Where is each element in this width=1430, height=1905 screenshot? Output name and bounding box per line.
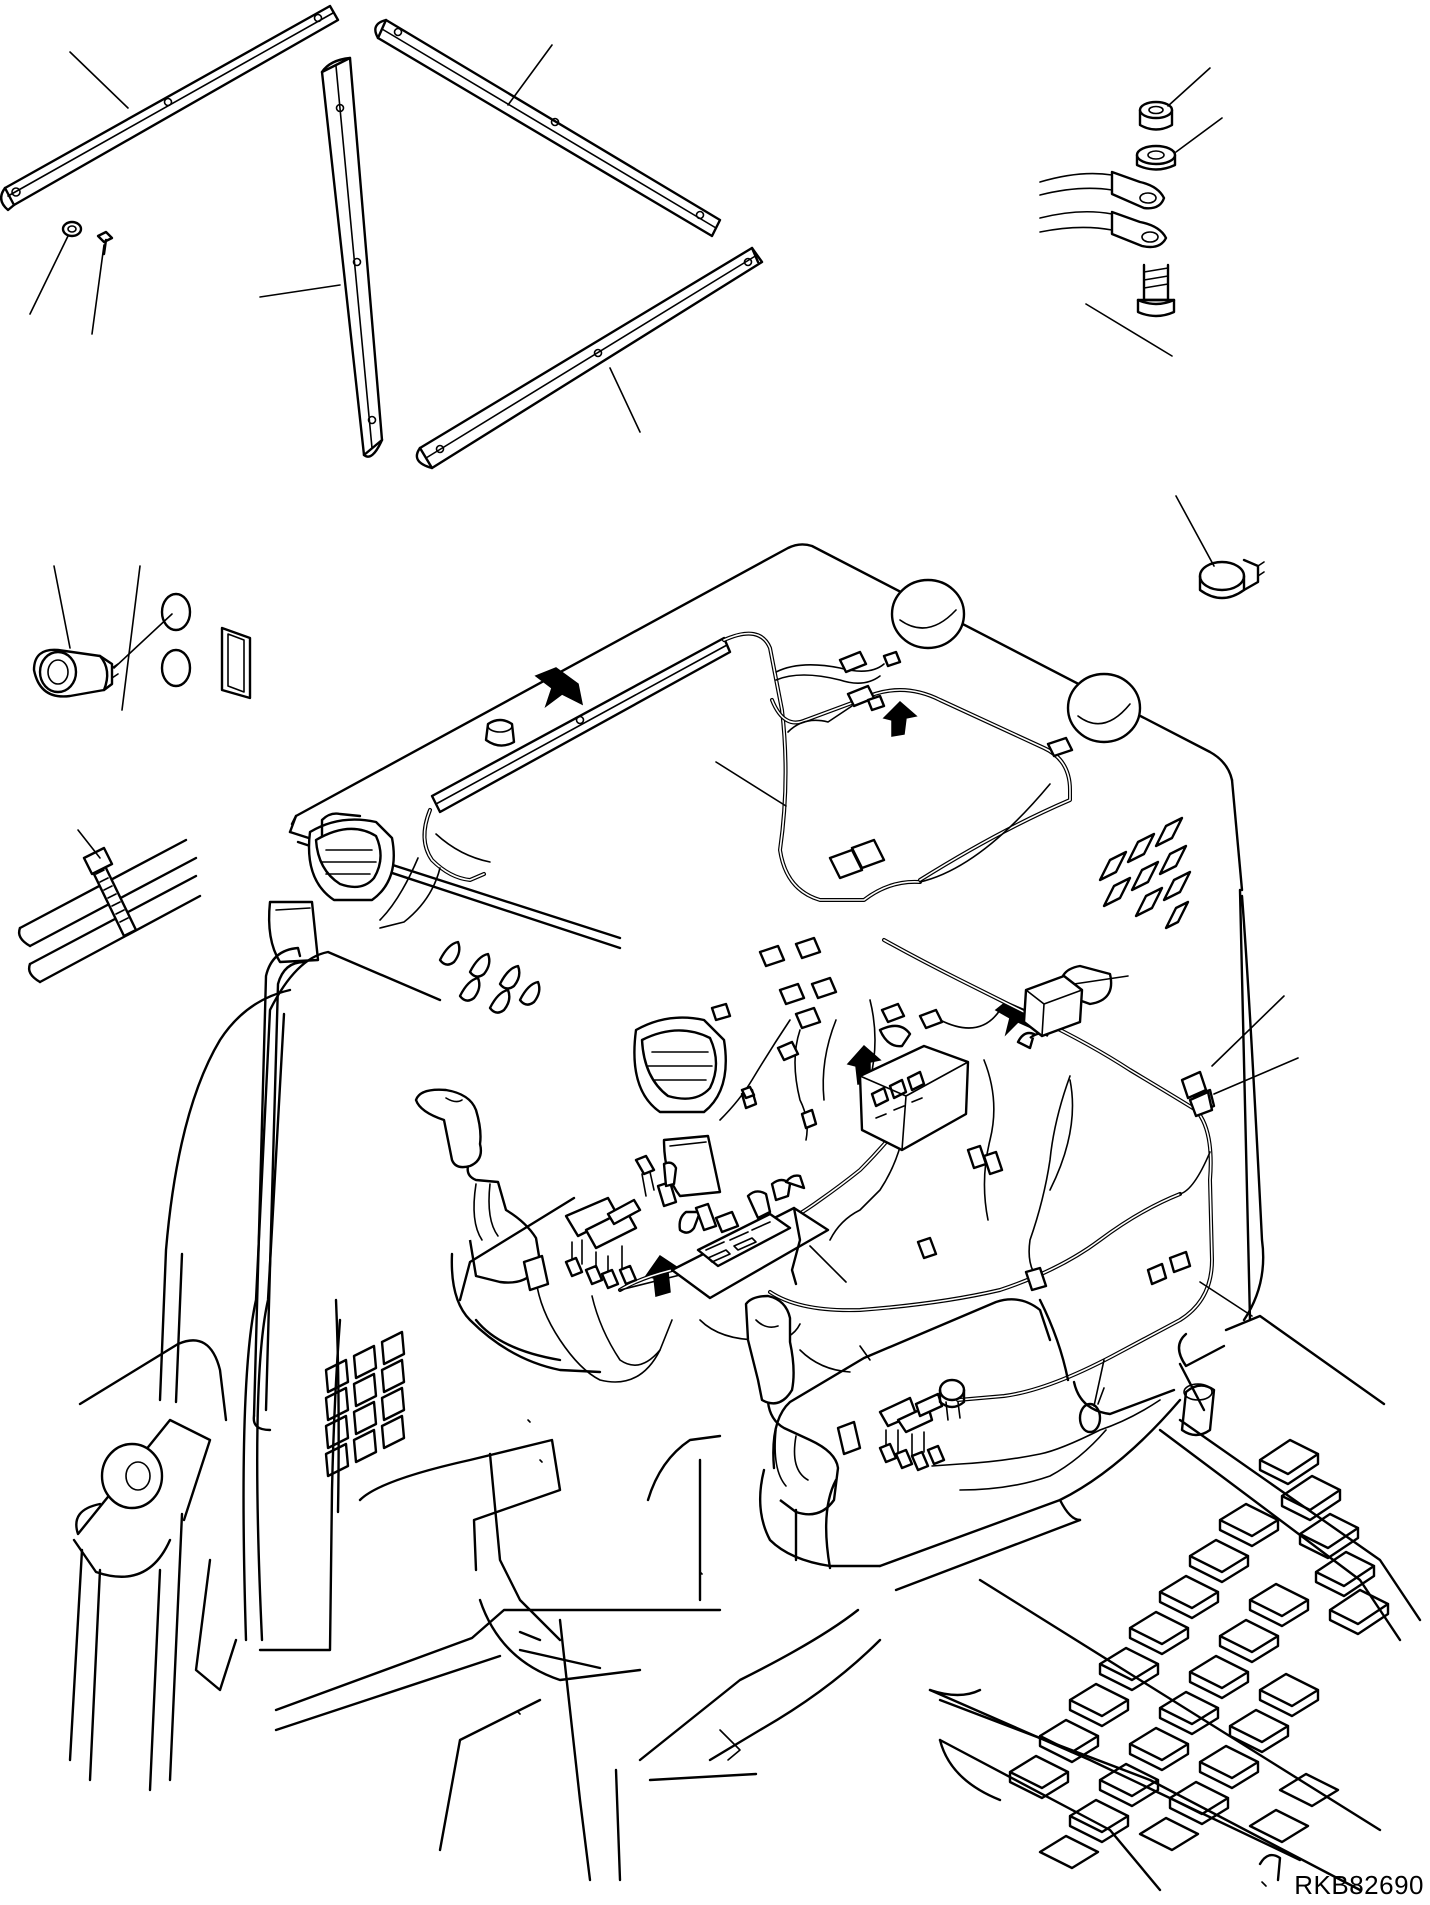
lock-washer-part <box>1137 146 1175 170</box>
cover-rail-left <box>1 6 338 210</box>
ground-cable-terminals <box>1040 172 1166 247</box>
switch-part-right <box>1176 496 1264 598</box>
front-vent-grille <box>440 942 539 1013</box>
right-joystick-lever <box>746 1296 838 1514</box>
cab-right-structure <box>640 890 1384 1780</box>
leader-lines-rails <box>30 45 640 432</box>
flasher-relay <box>1024 976 1082 1036</box>
cable-tie-detail <box>19 830 200 982</box>
bolt-part-terminal <box>1138 265 1174 316</box>
cab-pillar-front <box>244 948 440 1640</box>
right-switch-cluster <box>838 1394 944 1470</box>
harness-clamp <box>1080 1388 1104 1432</box>
washer-part <box>63 222 81 236</box>
boom-pivot-left <box>70 1340 236 1790</box>
ignition-switch <box>636 1156 804 1233</box>
leader-lines-terminal <box>1086 68 1222 356</box>
bolt-part <box>98 232 112 254</box>
cab-front-seat-frame <box>440 1600 740 1880</box>
left-wall-vent-grille <box>326 1332 404 1476</box>
roof-rail-installed <box>432 638 730 812</box>
panel-cutout-holes <box>162 594 250 698</box>
track-shoes <box>1010 1440 1388 1868</box>
roof-vent-grille-right <box>1100 818 1190 928</box>
cover-rail-top-right <box>375 20 720 236</box>
cab-left-wall <box>160 990 340 1650</box>
crawler-track <box>930 1420 1420 1890</box>
leader-lines-assembly <box>716 762 1298 1406</box>
arrow-indicator-roof-top <box>884 702 916 736</box>
harness-branches <box>380 664 1210 1490</box>
left-console <box>452 1198 600 1372</box>
round-switch-right <box>940 1380 964 1420</box>
track-idler-detail <box>1182 1384 1280 1886</box>
arrow-indicator-roof-rail <box>536 668 582 706</box>
left-switch-cluster <box>524 1198 640 1290</box>
left-joystick-lever <box>416 1090 540 1283</box>
cover-rail-bottom <box>417 248 762 468</box>
control-unit-box <box>860 1046 968 1150</box>
cover-rail-vertical <box>322 58 382 457</box>
switch-panel-center <box>672 1208 828 1298</box>
horn-right <box>1182 1072 1212 1116</box>
switch-part-left <box>34 566 172 710</box>
work-lamp-left <box>269 814 394 962</box>
work-lamp-center <box>634 1018 725 1196</box>
roof-lamp-right-top <box>892 580 964 648</box>
roof-lamp-right <box>1068 674 1140 742</box>
cab-interior-floor <box>276 1420 720 1730</box>
drawing-reference-code: RKB82690 <box>1294 1870 1424 1900</box>
nut-part <box>1140 102 1172 130</box>
right-console <box>760 1299 1050 1568</box>
